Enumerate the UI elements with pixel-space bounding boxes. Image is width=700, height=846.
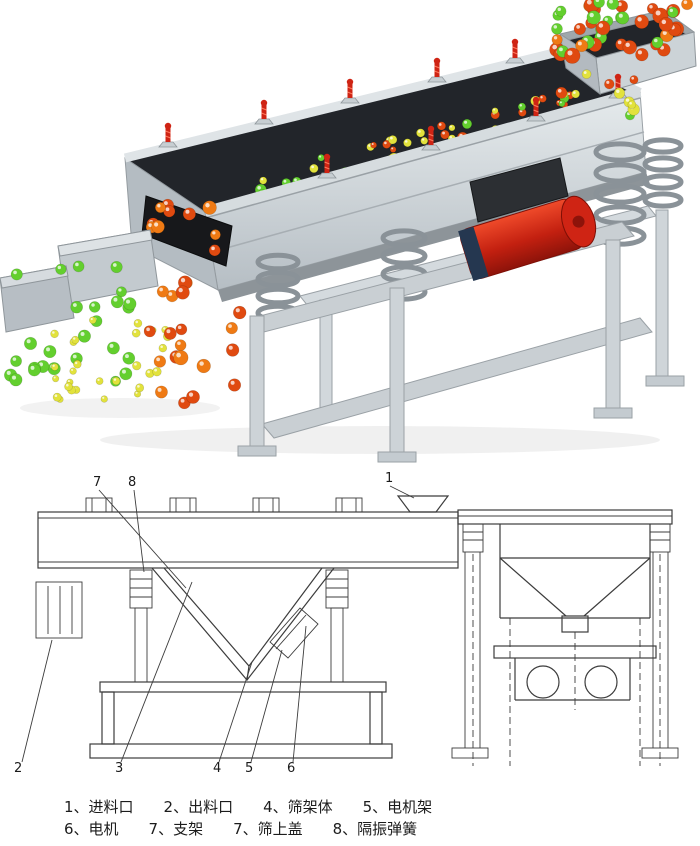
callout-1: 1 [385, 471, 393, 486]
motor-circle-right [584, 665, 618, 699]
top-clamps [85, 497, 363, 513]
vibrating-screen-render [0, 0, 697, 463]
callout-5: 5 [245, 761, 253, 776]
ground-shadow [100, 426, 660, 454]
isolation-spring-left [129, 569, 153, 609]
vibration-motor [458, 157, 597, 281]
front-face-seam [211, 131, 645, 253]
leader-lines [21, 485, 415, 763]
rear-top-rail [123, 47, 560, 163]
support-column-left [451, 523, 489, 759]
motor-circle-left [526, 665, 560, 699]
feed-inlet-funnel [396, 495, 450, 513]
spring-post-right [330, 607, 344, 683]
legend: 1、进料口 2、出料口 4、筛架体 5、电机架 6、电机 7、支架 7、筛上盖 … [0, 796, 700, 846]
front-top-rail-edge [204, 97, 641, 219]
screen-v-body [151, 567, 335, 681]
falling-balls [4, 0, 694, 410]
screen-bottom-shadow [218, 172, 650, 302]
technical-drawing: 7 8 1 2 3 4 5 6 [0, 466, 700, 796]
legend-item: 4、筛架体 [263, 798, 333, 816]
isolation-spring-right [325, 569, 349, 609]
base-frame [89, 681, 393, 759]
support-column-right [641, 523, 679, 759]
callouts: 7 8 1 2 3 4 5 6 [14, 471, 415, 776]
end-view [451, 509, 679, 766]
legend-row-2: 6、电机 7、支架 7、筛上盖 8、隔振弹簧 [64, 818, 700, 840]
discharge-chutes [0, 229, 159, 333]
engineering-views: 7 8 1 2 3 4 5 6 [14, 471, 679, 776]
clamp-bolts [158, 38, 628, 179]
legend-row-1: 1、进料口 2、出料口 4、筛架体 5、电机架 [64, 796, 700, 818]
callout-3: 3 [115, 761, 123, 776]
callout-4: 4 [213, 761, 221, 776]
screen-top-opening [125, 52, 640, 212]
callout-6: 6 [287, 761, 295, 776]
motor-shaft [572, 215, 585, 228]
chute-balls [145, 198, 221, 257]
spring-post-left [134, 607, 148, 683]
motor-bracket [469, 157, 569, 223]
legend-item: 5、电机架 [362, 798, 433, 816]
callout-7: 7 [93, 475, 101, 490]
ground-shadow-left [20, 398, 220, 418]
legend-item: 6、电机 [64, 820, 119, 838]
legend-item: 7、筛上盖 [233, 820, 303, 838]
callout-8: 8 [128, 475, 136, 490]
legend-item: 8、隔振弹簧 [332, 820, 418, 838]
screen-box-outline [37, 511, 459, 569]
legend-item: 1、进料口 [64, 798, 134, 816]
end-body [499, 524, 651, 633]
top-plate [457, 509, 673, 525]
legend-item: 7、支架 [148, 820, 204, 838]
legend-item: 2、出料口 [163, 798, 234, 816]
motor-band [458, 226, 489, 281]
motor-mount [269, 607, 319, 659]
side-view: 7 8 1 2 3 4 5 6 [14, 471, 459, 776]
discharge-outlet [35, 581, 83, 639]
front-top-rail [203, 86, 642, 218]
callout-2: 2 [14, 761, 22, 776]
product-photo [0, 0, 697, 463]
